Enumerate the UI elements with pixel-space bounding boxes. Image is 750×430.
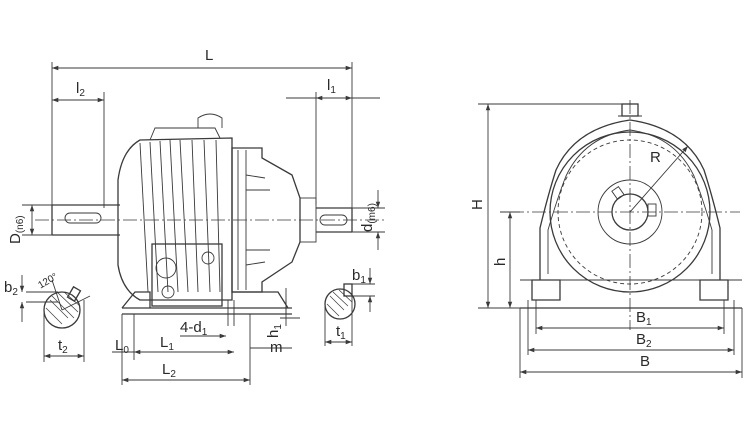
label-l1: l1: [327, 77, 336, 96]
label-b2: b2: [4, 279, 18, 298]
front-housing: [539, 119, 721, 280]
label-t1: t1: [336, 323, 346, 342]
fin-housing: [117, 113, 233, 301]
reducer-body: [231, 147, 317, 293]
lifting-eye: [197, 113, 223, 128]
dim-R: [629, 145, 689, 213]
input-shaft: [51, 204, 120, 236]
label-B2: B2: [636, 331, 652, 350]
label-l2: l2: [76, 80, 85, 99]
label-H: H: [469, 199, 486, 210]
label-h1: h1: [265, 324, 284, 338]
label-R: R: [650, 149, 661, 166]
label-L0: L0: [115, 337, 129, 356]
label-angle: 120°: [36, 271, 59, 291]
label-L: L: [205, 47, 213, 64]
output-keyway: [319, 214, 348, 226]
label-B: B: [640, 353, 650, 370]
label-holes: 4-d1: [180, 319, 208, 338]
label-m: m: [270, 339, 283, 356]
label-t2: t2: [58, 337, 68, 356]
label-d: d(m6): [359, 203, 378, 232]
base-foot: [121, 288, 292, 326]
inspection-cover: [151, 243, 223, 307]
fin-top-cap: [149, 127, 221, 141]
label-D: D(n6): [7, 215, 26, 244]
front-flange: [549, 131, 711, 293]
label-B1: B1: [636, 309, 652, 328]
label-b1: b1: [352, 267, 366, 286]
output-shaft-section: b1 t1: [324, 267, 375, 346]
front-feet: [520, 279, 742, 309]
label-L1: L1: [160, 334, 174, 353]
flange-bolt-circle: [557, 139, 703, 285]
output-shaft: [316, 207, 353, 233]
input-keyway: [64, 212, 102, 224]
front-view: R H h B1 B2 B: [469, 100, 743, 378]
side-view: L l2 l1 D(n6) d(m6) 120°: [4, 47, 385, 385]
label-L2: L2: [162, 361, 176, 380]
label-h: h: [492, 258, 509, 266]
input-shaft-section: 120° b2 t2: [4, 271, 91, 362]
